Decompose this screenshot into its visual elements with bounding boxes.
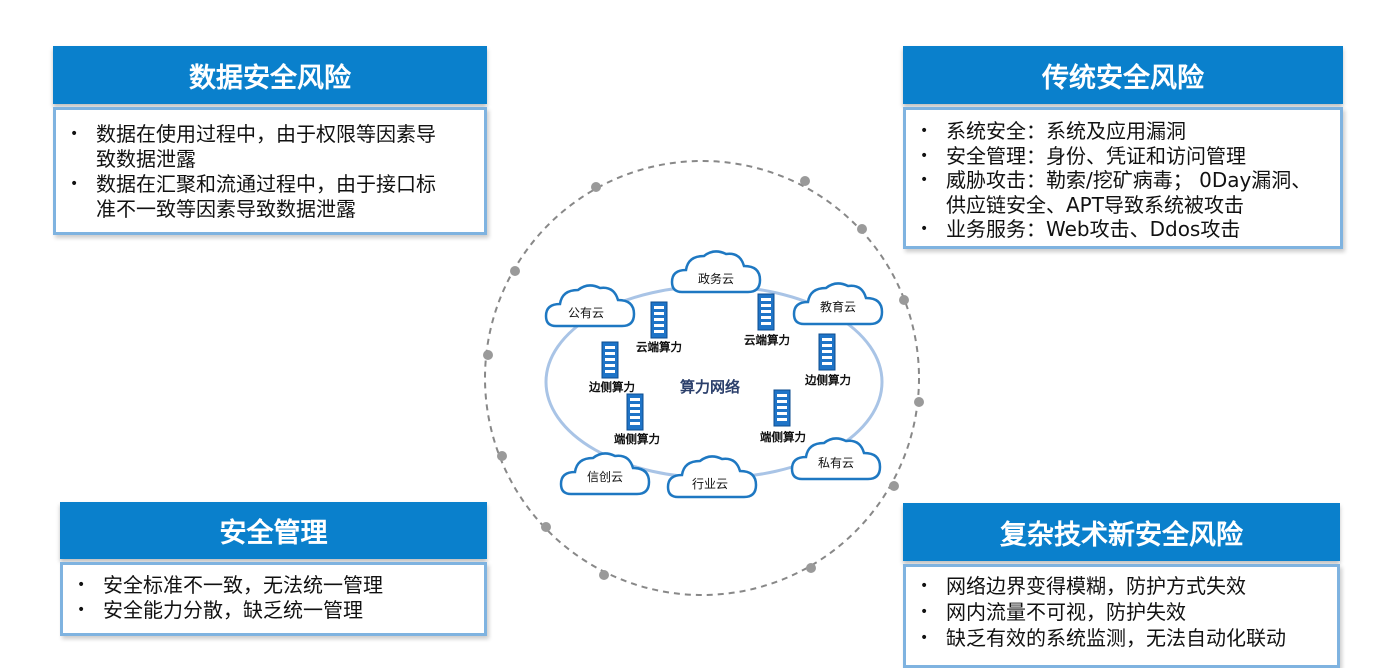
panel-body: •数据在使用过程中，由于权限等因素导致数据泄露 •数据在汇聚和流通过程中，由于接… <box>53 107 487 235</box>
server-icon <box>757 293 775 331</box>
panel-title: 数据安全风险 <box>53 46 487 104</box>
panel-traditional-security: 传统安全风险 •系统安全：系统及应用漏洞 •安全管理：身份、凭证和访问管理 •威… <box>903 46 1343 249</box>
bullet-icon: • <box>920 221 929 237</box>
list-item: •威胁攻击：勒索/挖矿病毒； 0Day漏洞、供应链安全、APT导致系统被攻击 <box>920 168 1312 217</box>
bullet-icon: • <box>920 604 929 620</box>
svg-text:教育云: 教育云 <box>820 299 856 314</box>
center-label: 算力网络 <box>680 378 740 396</box>
panel-title: 安全管理 <box>60 502 487 559</box>
cloud-gov: 政务云 <box>670 250 762 294</box>
panel-security-management: 安全管理 •安全标准不一致，无法统一管理 •安全能力分散，缺乏统一管理 <box>60 502 487 636</box>
cloud-industry: 行业云 <box>666 455 758 499</box>
panel-body: •网络边界变得模糊，防护方式失效 •网内流量不可视，防护失效 •缺乏有效的系统监… <box>903 564 1340 668</box>
bullet-icon: • <box>920 578 929 594</box>
bullet-icon: • <box>77 577 86 593</box>
list-item: •数据在使用过程中，由于权限等因素导致数据泄露 <box>70 122 436 171</box>
cloud-public: 公有云 <box>544 284 636 328</box>
list-item: •安全管理：身份、凭证和访问管理 <box>920 143 1246 168</box>
panel-title: 复杂技术新安全风险 <box>903 503 1340 561</box>
cloud-edu: 教育云 <box>792 282 884 326</box>
panel-complex-tech-security: 复杂技术新安全风险 •网络边界变得模糊，防护方式失效 •网内流量不可视，防护失效… <box>903 503 1340 668</box>
bullet-icon: • <box>70 126 79 142</box>
list-item: •安全能力分散，缺乏统一管理 <box>77 598 363 622</box>
bullet-icon: • <box>920 147 929 164</box>
bullet-icon: • <box>70 176 79 192</box>
list-item: •数据在汇聚和流通过程中，由于接口标准不一致等因素导致数据泄露 <box>70 172 436 221</box>
list-item: •网内流量不可视，防护失效 <box>920 600 1186 624</box>
list-item: •缺乏有效的系统监测，无法自动化联动 <box>920 626 1286 650</box>
node-label-end-right: 端侧算力 <box>760 430 806 444</box>
panel-body: •安全标准不一致，无法统一管理 •安全能力分散，缺乏统一管理 <box>60 562 487 636</box>
list-item: •业务服务：Web攻击、Ddos攻击 <box>920 217 1241 241</box>
compute-network-diagram: 政务云 公有云 教育云 信创云 行业云 私有云 云端算力 云端算力 边侧算力 边… <box>483 160 924 596</box>
svg-text:公有云: 公有云 <box>568 306 604 320</box>
node-label-cloud-left: 云端算力 <box>636 340 682 354</box>
bullet-icon: • <box>920 123 929 139</box>
svg-text:私有云: 私有云 <box>818 456 854 470</box>
server-icon <box>818 333 836 371</box>
panel-body: •系统安全：系统及应用漏洞 •安全管理：身份、凭证和访问管理 •威胁攻击：勒索/… <box>903 107 1343 249</box>
svg-text:信创云: 信创云 <box>587 470 623 484</box>
panel-data-security: 数据安全风险 •数据在使用过程中，由于权限等因素导致数据泄露 •数据在汇聚和流通… <box>53 46 487 235</box>
circle-dots <box>483 176 924 580</box>
server-icon <box>773 389 791 427</box>
bullet-icon: • <box>77 602 86 618</box>
server-icon <box>626 393 644 431</box>
server-icon <box>650 301 668 339</box>
panel-title: 传统安全风险 <box>903 46 1343 104</box>
dashed-outer-circle <box>484 160 920 596</box>
node-label-end-left: 端侧算力 <box>614 432 660 446</box>
svg-text:政务云: 政务云 <box>698 271 734 286</box>
cloud-private: 私有云 <box>790 437 882 481</box>
bullet-icon: • <box>920 172 929 188</box>
bullet-icon: • <box>920 630 929 646</box>
node-label-cloud-right: 云端算力 <box>744 333 790 347</box>
list-item: •安全标准不一致，无法统一管理 <box>77 573 383 597</box>
list-item: •系统安全：系统及应用漏洞 <box>920 119 1186 143</box>
node-label-edge-left: 边侧算力 <box>588 380 635 394</box>
cloud-xinchuang: 信创云 <box>559 452 651 496</box>
svg-text:行业云: 行业云 <box>692 477 728 491</box>
node-label-edge-right: 边侧算力 <box>804 373 851 387</box>
list-item: •网络边界变得模糊，防护方式失效 <box>920 574 1246 598</box>
server-icon <box>601 341 619 379</box>
